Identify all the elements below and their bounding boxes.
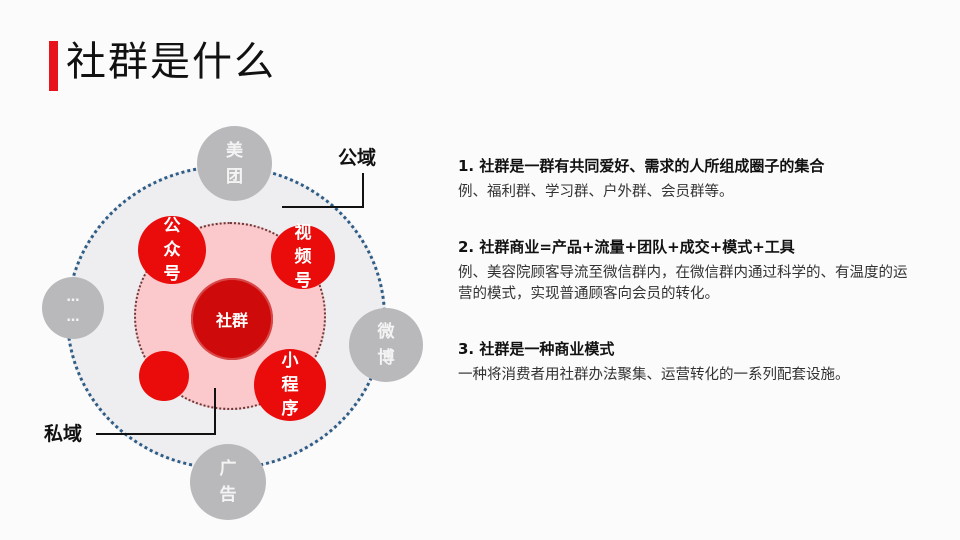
node-community-core: 社群 bbox=[191, 278, 273, 360]
node-weibo: 微 博 bbox=[349, 308, 423, 382]
node-official-account: 公 众 号 bbox=[138, 216, 206, 284]
node-meituan: 美 团 bbox=[197, 126, 272, 201]
node-video-account: 视 频 号 bbox=[271, 223, 335, 291]
page-title: 社群是什么 bbox=[66, 39, 276, 85]
title-accent-bar bbox=[49, 41, 58, 91]
section-2-title: 2. 社群商业=产品+流量+团队+成交+模式+工具 bbox=[458, 238, 795, 256]
node-blank bbox=[139, 351, 189, 401]
private-leader-horizontal bbox=[96, 433, 216, 435]
public-leader-vertical bbox=[362, 173, 364, 208]
public-domain-label: 公域 bbox=[338, 147, 377, 169]
public-leader-horizontal bbox=[282, 206, 364, 208]
section-3-body: 一种将消费者用社群办法聚集、运营转化的一系列配套设施。 bbox=[458, 367, 850, 383]
private-domain-label: 私域 bbox=[44, 423, 83, 445]
section-1-body: 例、福利群、学习群、户外群、会员群等。 bbox=[458, 184, 734, 200]
section-1-title: 1. 社群是一群有共同爱好、需求的人所组成圈子的集合 bbox=[458, 157, 825, 175]
section-3-title: 3. 社群是一种商业模式 bbox=[458, 340, 615, 358]
private-leader-vertical bbox=[214, 388, 216, 435]
node-more: … … bbox=[42, 277, 104, 339]
node-ads: 广 告 bbox=[190, 444, 266, 520]
node-mini-program: 小 程 序 bbox=[254, 349, 326, 421]
section-2-body: 例、美容院顾客导流至微信群内，在微信群内通过科学的、有温度的运营的模式，实现普通… bbox=[458, 265, 908, 302]
